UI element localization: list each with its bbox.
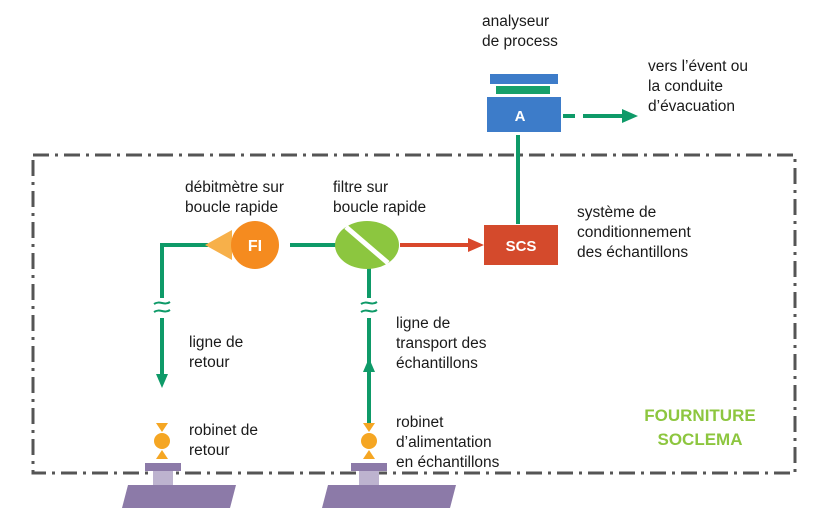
return-line-label: ligne de retour xyxy=(189,334,244,371)
transport-line-label: ligne de transport des échantillons xyxy=(396,315,487,372)
supply-valve-label: robinet d’alimentation en échantillons xyxy=(396,414,500,471)
supply-valve xyxy=(351,423,387,485)
return-valve-label: robinet de retour xyxy=(189,422,258,459)
scs-letter: SCS xyxy=(506,238,537,255)
return-flow-arrow xyxy=(156,374,168,388)
transport-flow-arrow xyxy=(363,358,375,372)
process-analyzer: A xyxy=(487,74,561,132)
flowmeter-letter: FI xyxy=(248,238,262,255)
transport-line-break-symbol xyxy=(360,301,378,313)
return-valve xyxy=(145,423,181,485)
return-line-break-symbol xyxy=(153,301,171,313)
supplier-brand-label: FOURNITURE SOCLEMA xyxy=(644,406,756,449)
process-pipe-right xyxy=(322,485,456,508)
flowmeter-label: débitmètre sur boucle rapide xyxy=(185,179,285,216)
process-pipe-left xyxy=(122,485,236,508)
analyzer-letter: A xyxy=(515,108,526,125)
vent-outlet-arrow xyxy=(563,109,638,123)
filter-label: filtre sur boucle rapide xyxy=(333,179,427,216)
flowmeter-fi: FI xyxy=(205,221,279,269)
fast-loop-filter xyxy=(335,221,399,269)
supply-boundary xyxy=(31,153,797,475)
vent-label: vers l’évent ou la conduite d’évacuation xyxy=(648,58,748,115)
conditioning-label: système de conditionnement des échantill… xyxy=(577,204,691,261)
green-piping xyxy=(160,135,520,428)
sample-conditioning-system: SCS xyxy=(484,225,558,265)
analyzer-label: analyseur de process xyxy=(482,13,558,50)
filtered-sample-arrow xyxy=(400,238,484,252)
